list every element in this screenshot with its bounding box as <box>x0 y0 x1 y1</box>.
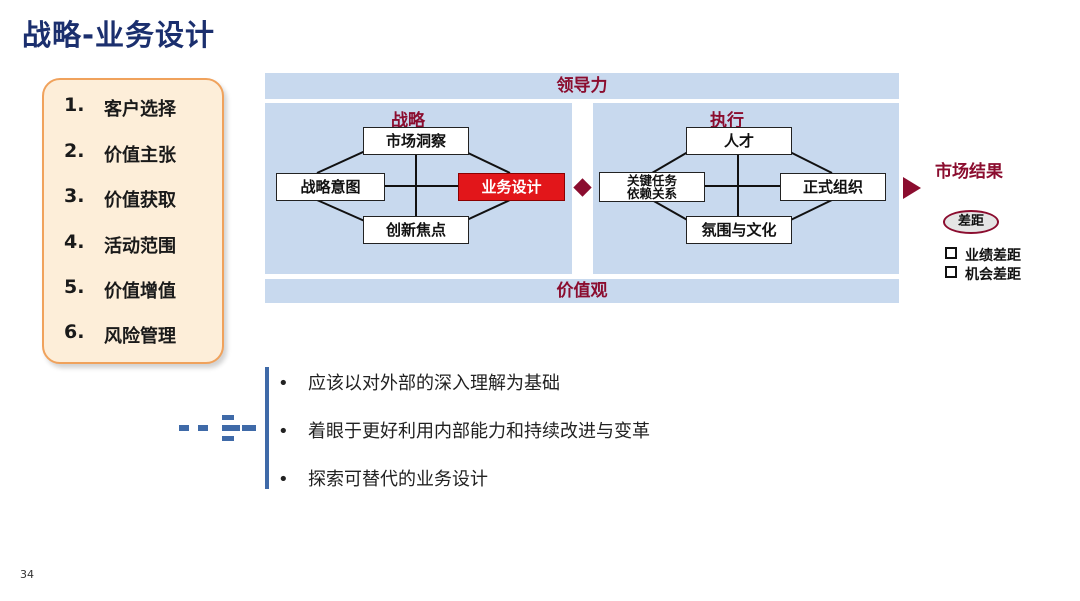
list-item: •应该以对外部的深入理解为基础 <box>278 373 560 394</box>
step-number: 4. <box>64 231 85 253</box>
step-number: 2. <box>64 140 85 162</box>
execution-title: 执行 <box>710 111 744 131</box>
list-item: •探索可替代的业务设计 <box>278 469 488 490</box>
step-list: 1. 客户选择 2. 价值主张 3. 价值获取 4. 活动范围 5. 价值增值 … <box>42 78 224 364</box>
critical-tasks-box: 关键任务 依赖关系 <box>599 172 705 202</box>
list-item: 1. 客户选择 <box>44 94 222 124</box>
gap-item-label: 机会差距 <box>965 267 1021 283</box>
bullet-text: 应该以对外部的深入理解为基础 <box>308 373 560 394</box>
step-label: 价值获取 <box>104 190 176 211</box>
leadership-band: 领导力 <box>265 73 899 99</box>
list-item: 5. 价值增值 <box>44 276 222 306</box>
step-label: 价值主张 <box>104 145 176 166</box>
checkbox-icon <box>945 247 957 259</box>
market-result-label: 市场结果 <box>935 162 1003 182</box>
list-item: •着眼于更好利用内部能力和持续改进与变革 <box>278 421 650 442</box>
gap-item-label: 业绩差距 <box>965 248 1021 264</box>
list-item: 6. 风险管理 <box>44 321 222 351</box>
strategy-title: 战略 <box>391 111 425 131</box>
talent-box: 人才 <box>686 127 792 155</box>
critical-tasks-line2: 依赖关系 <box>626 186 677 201</box>
bullet-text: 探索可替代的业务设计 <box>308 469 488 490</box>
step-label: 风险管理 <box>104 326 176 347</box>
market-insight-box: 市场洞察 <box>363 127 469 155</box>
arrow-right-icon <box>903 177 921 199</box>
climate-culture-box: 氛围与文化 <box>686 216 792 244</box>
list-item: 4. 活动范围 <box>44 231 222 261</box>
gap-item: 机会差距 <box>945 264 1021 284</box>
formal-org-box: 正式组织 <box>780 173 886 201</box>
gap-item: 业绩差距 <box>945 245 1021 265</box>
critical-tasks-line1: 关键任务 <box>626 173 677 188</box>
step-number: 1. <box>64 94 85 116</box>
step-number: 6. <box>64 321 85 343</box>
checkbox-icon <box>945 266 957 278</box>
strategic-intent-box: 战略意图 <box>276 173 385 201</box>
dash-arrow-icon <box>179 415 256 441</box>
values-band: 价值观 <box>265 279 899 303</box>
step-label: 客户选择 <box>104 99 176 120</box>
list-item: 2. 价值主张 <box>44 140 222 170</box>
bullet-text: 着眼于更好利用内部能力和持续改进与变革 <box>308 421 650 442</box>
list-item: 3. 价值获取 <box>44 185 222 215</box>
page-number: 34 <box>20 568 34 581</box>
business-design-box: 业务设计 <box>458 173 565 201</box>
bullet-divider <box>265 367 269 489</box>
step-label: 价值增值 <box>104 281 176 302</box>
gap-badge: 差距 <box>943 210 999 234</box>
step-number: 5. <box>64 276 85 298</box>
step-label: 活动范围 <box>104 236 176 257</box>
page-title: 战略-业务设计 <box>22 18 216 52</box>
step-number: 3. <box>64 185 85 207</box>
innovation-focus-box: 创新焦点 <box>363 216 469 244</box>
